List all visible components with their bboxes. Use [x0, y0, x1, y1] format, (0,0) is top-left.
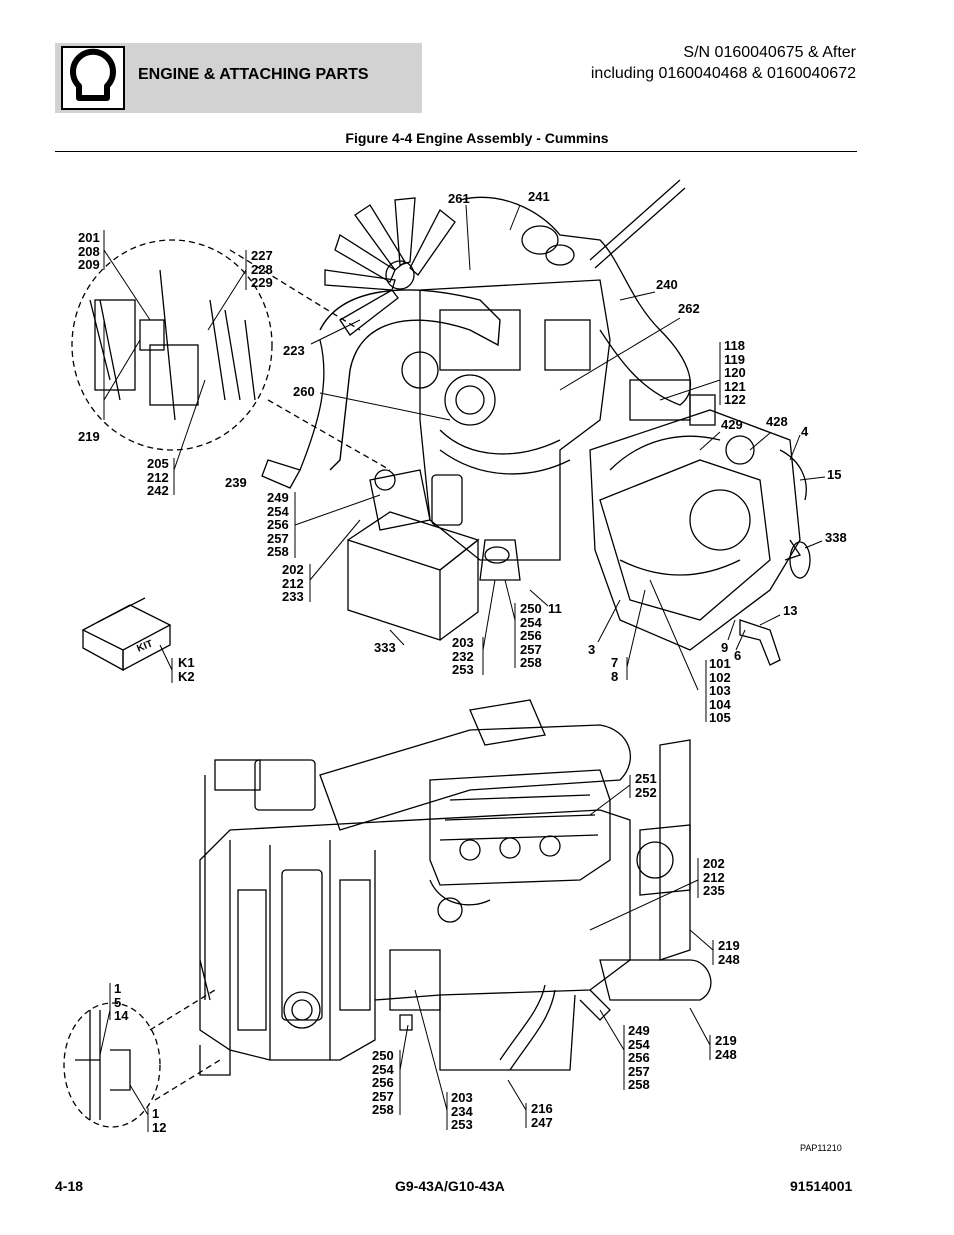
callout-1-12: 1 12 [152, 1106, 167, 1135]
callout-219-upper: 219 [78, 429, 100, 444]
callout-9: 9 [721, 640, 729, 655]
callout-13: 13 [783, 603, 798, 618]
serial-line-1: S/N 0160040675 & After [683, 44, 856, 61]
section-title: ENGINE & ATTACHING PARTS [138, 66, 369, 83]
callout-101-105: 101 102 103 104 105 [709, 656, 731, 725]
document-number: 91514001 [790, 1178, 853, 1194]
callout-3: 3 [588, 642, 596, 657]
callout-249-258-lower: 249 254 256 257 258 [628, 1023, 650, 1092]
callout-6: 6 [734, 648, 742, 663]
callout-429: 429 [721, 417, 743, 432]
callout-15: 15 [827, 467, 842, 482]
callout-249-258-upper: 249 254 256 257 258 [267, 490, 289, 559]
leader-lines [99, 204, 826, 1132]
engine-section-icon [61, 46, 125, 110]
figure-title: Figure 4-4 Engine Assembly - Cummins [345, 130, 609, 146]
callout-239: 239 [225, 475, 247, 490]
callout-216-247: 216 247 [531, 1101, 553, 1130]
cooling-fan [324, 197, 456, 336]
callout-219-248-lower: 219 248 [715, 1033, 737, 1062]
upper-engine-view [71, 179, 811, 672]
callout-7-8: 7 8 [611, 655, 619, 684]
callout-240: 240 [656, 277, 678, 292]
callout-k1-k2: K1 K2 [178, 655, 195, 684]
model-number: G9-43A/G10-43A [395, 1178, 505, 1194]
callout-118-122: 118 119 120 121 122 [724, 338, 746, 407]
callout-260: 260 [293, 384, 315, 399]
title-rule [55, 151, 857, 152]
callout-223: 223 [283, 343, 305, 358]
detail-circle-lower [63, 1002, 161, 1128]
transmission [589, 379, 811, 666]
callout-250-258-lower: 250 254 256 257 258 [372, 1048, 394, 1117]
callout-205-212-242: 205 212 242 [147, 456, 169, 498]
callout-251-252: 251 252 [635, 771, 657, 800]
callout-1-5-14: 1 5 14 [114, 981, 129, 1023]
callout-203-232-253: 203 232 253 [452, 635, 474, 677]
callout-4: 4 [801, 424, 809, 439]
callout-202-212-233: 202 212 233 [282, 562, 304, 604]
serial-line-2: including 0160040468 & 0160040672 [590, 65, 856, 82]
callout-338: 338 [825, 530, 847, 545]
callout-201-208-209: 201 208 209 [78, 230, 100, 272]
callout-11: 11 [548, 601, 562, 616]
callout-250-258-upper: 250 254 256 257 258 [520, 601, 542, 670]
callout-203-234-253: 203 234 253 [451, 1090, 473, 1132]
callout-333: 333 [374, 640, 396, 655]
drawing-id: PAP11210 [800, 1143, 842, 1153]
callout-428: 428 [766, 414, 788, 429]
detail-circle-upper [71, 239, 273, 451]
callout-241: 241 [528, 189, 550, 204]
battery [347, 511, 480, 641]
kit-box-icon [81, 597, 172, 672]
page-number: 4-18 [55, 1178, 84, 1194]
serial-number-range: S/N 0160040675 & After including 0160040… [591, 42, 856, 84]
callout-227-228-229: 227 228 229 [251, 248, 273, 290]
callout-219-248-mid: 219 248 [718, 938, 740, 967]
callout-261: 261 [448, 191, 470, 206]
callout-262: 262 [678, 301, 700, 316]
callout-202-212-235: 202 212 235 [703, 856, 725, 898]
lower-engine-view [63, 699, 712, 1128]
